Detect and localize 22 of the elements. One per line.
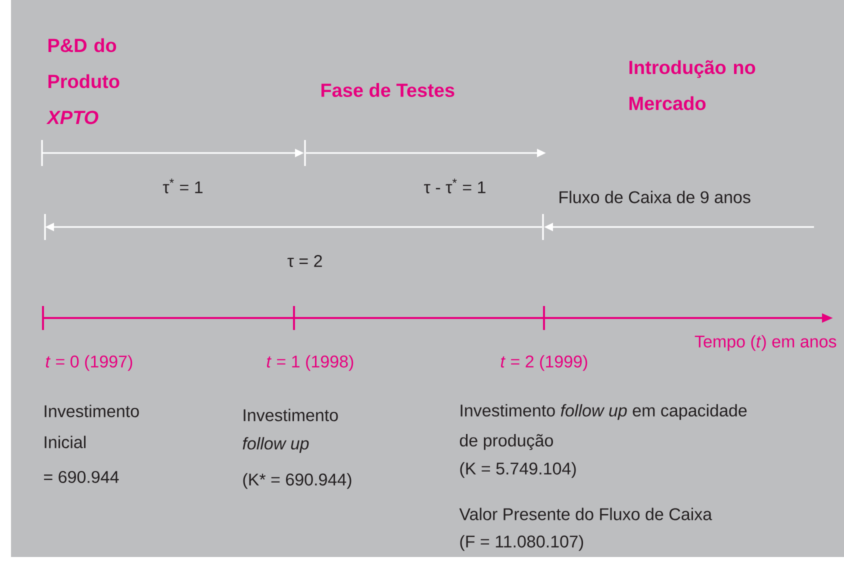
annotation-text: (K = 5.749.104) xyxy=(460,462,576,478)
time-label: t = 2 (1999) xyxy=(500,355,588,371)
time-label: t = 0 (1997) xyxy=(46,355,132,371)
annotation-text: = 690.944 xyxy=(44,470,119,484)
annotation-text: τ - τ$^{*}$ = 1 xyxy=(424,178,486,194)
phase-heading: Introdução no Mercado xyxy=(629,60,756,110)
annotation-text: Investimento follow up em capacidade xyxy=(460,404,747,420)
annotation-text: Fluxo de Caixa de 9 anos xyxy=(560,190,750,204)
annotation-text: Valor Presente do Fluxo de Caixa xyxy=(459,508,712,520)
annotation-text: Investimento xyxy=(244,408,338,422)
annotation-text: de produção xyxy=(460,434,553,450)
phase-heading: P&D do Produto XPTO xyxy=(46,38,120,124)
annotation-text: follow up xyxy=(242,437,309,453)
time-label: t = 1 (1998) xyxy=(266,355,354,371)
annotation-text: Investimento xyxy=(44,404,139,418)
annotation-text: Inicial xyxy=(44,436,86,448)
annotation-text: τ$^{*}$ = 1 xyxy=(162,178,202,194)
annotation-text: (F = 11.080.107) xyxy=(460,535,584,551)
annotation-text: (K* = 690.944) xyxy=(243,473,352,489)
phase-heading: Fase de Testes xyxy=(321,83,454,97)
annotation-text: τ = 2 xyxy=(287,254,322,268)
time-label: Tempo (t) em anos xyxy=(694,335,836,351)
